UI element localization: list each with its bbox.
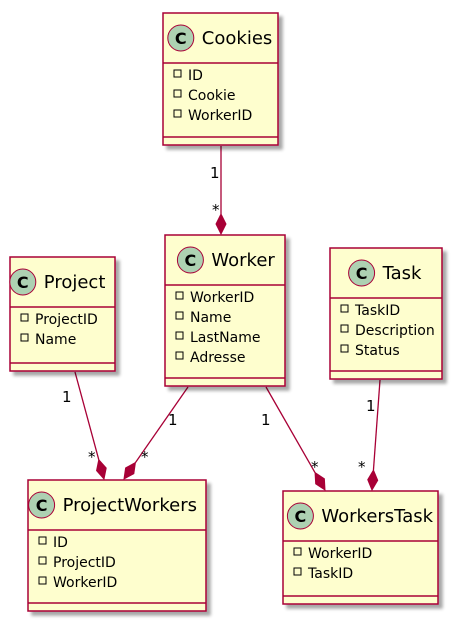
multiplicity-source: 1 xyxy=(62,388,72,406)
class-stereotype-letter: C xyxy=(356,264,368,283)
class-stereotype-letter: C xyxy=(17,273,29,292)
multiplicity-source: 1 xyxy=(168,411,178,429)
private-visibility-icon xyxy=(340,304,349,313)
class-attribute: TaskID xyxy=(307,566,353,582)
private-visibility-icon xyxy=(175,331,184,340)
multiplicity-target: * xyxy=(141,448,149,466)
multiplicity-source: 1 xyxy=(261,411,271,429)
private-visibility-icon xyxy=(173,89,182,98)
private-visibility-icon xyxy=(340,344,349,353)
class-attribute: WorkerID xyxy=(188,108,252,124)
multiplicity-target: * xyxy=(212,201,220,219)
class-box xyxy=(27,479,207,612)
composition-diamond-icon xyxy=(314,471,326,491)
multiplicity-target: * xyxy=(88,448,96,466)
relation-project-project-workers: 1* xyxy=(62,371,107,481)
class-attribute: Adresse xyxy=(190,350,245,366)
private-visibility-icon xyxy=(173,109,182,118)
relation-line xyxy=(134,386,189,463)
private-visibility-icon xyxy=(175,311,184,320)
composition-diamond-icon xyxy=(123,461,137,480)
class-icon xyxy=(176,246,204,274)
composition-diamond-icon xyxy=(215,212,227,236)
private-visibility-icon xyxy=(293,567,302,576)
private-visibility-icon xyxy=(173,69,182,78)
private-visibility-icon xyxy=(38,556,47,565)
private-visibility-icon xyxy=(175,291,184,300)
relation-line xyxy=(74,371,100,460)
class-icon xyxy=(9,268,37,296)
class-name: Task xyxy=(382,263,422,284)
class-attribute: ID xyxy=(53,535,68,551)
class-icon xyxy=(167,24,195,52)
class-attribute: WorkerID xyxy=(308,546,372,562)
class-stereotype-letter: C xyxy=(295,507,307,526)
private-visibility-icon xyxy=(175,351,184,360)
class-icon xyxy=(286,502,314,530)
class-name: Worker xyxy=(211,250,275,271)
class-attribute: Name xyxy=(190,310,231,326)
class-attribute: WorkerID xyxy=(53,575,117,591)
class-attribute: WorkerID xyxy=(190,290,254,306)
relations: 1*1*1*1*1* xyxy=(62,146,381,492)
private-visibility-icon xyxy=(293,547,302,556)
composition-diamond-icon xyxy=(367,468,379,492)
class-attribute: Description xyxy=(355,323,435,339)
class-attribute: Status xyxy=(355,343,400,359)
class-attribute: ID xyxy=(188,68,203,84)
class-attribute: LastName xyxy=(190,330,260,346)
class-stereotype-letter: C xyxy=(175,29,187,48)
class-stereotype-letter: C xyxy=(36,496,48,515)
class-icon xyxy=(28,491,56,519)
multiplicity-source: 1 xyxy=(366,397,376,415)
class-name: Project xyxy=(44,272,106,293)
class-name: Cookies xyxy=(202,28,272,49)
class-attribute: ProjectID xyxy=(53,555,116,571)
class-name: ProjectWorkers xyxy=(63,495,197,516)
relation-worker-project-workers: 1* xyxy=(123,386,189,480)
private-visibility-icon xyxy=(340,324,349,333)
relation-worker-workers-task: 1* xyxy=(261,386,326,491)
class-attribute: Cookie xyxy=(188,88,236,104)
composition-diamond-icon xyxy=(96,458,107,481)
private-visibility-icon xyxy=(20,333,29,342)
multiplicity-source: 1 xyxy=(210,164,220,182)
relation-task-workers-task: 1* xyxy=(358,379,381,492)
private-visibility-icon xyxy=(38,536,47,545)
relation-line xyxy=(372,379,381,471)
class-name: WorkersTask xyxy=(321,506,433,527)
class-attribute: Name xyxy=(35,332,76,348)
class-icon xyxy=(348,259,376,287)
relation-line xyxy=(265,386,316,473)
class-box xyxy=(162,12,279,146)
private-visibility-icon xyxy=(38,576,47,585)
class-stereotype-letter: C xyxy=(185,251,197,270)
class-attribute: TaskID xyxy=(354,303,400,319)
multiplicity-target: * xyxy=(358,458,366,476)
class-attribute: ProjectID xyxy=(35,312,98,328)
relation-cookies-worker: 1* xyxy=(210,146,227,236)
private-visibility-icon xyxy=(20,313,29,322)
multiplicity-target: * xyxy=(311,458,319,476)
